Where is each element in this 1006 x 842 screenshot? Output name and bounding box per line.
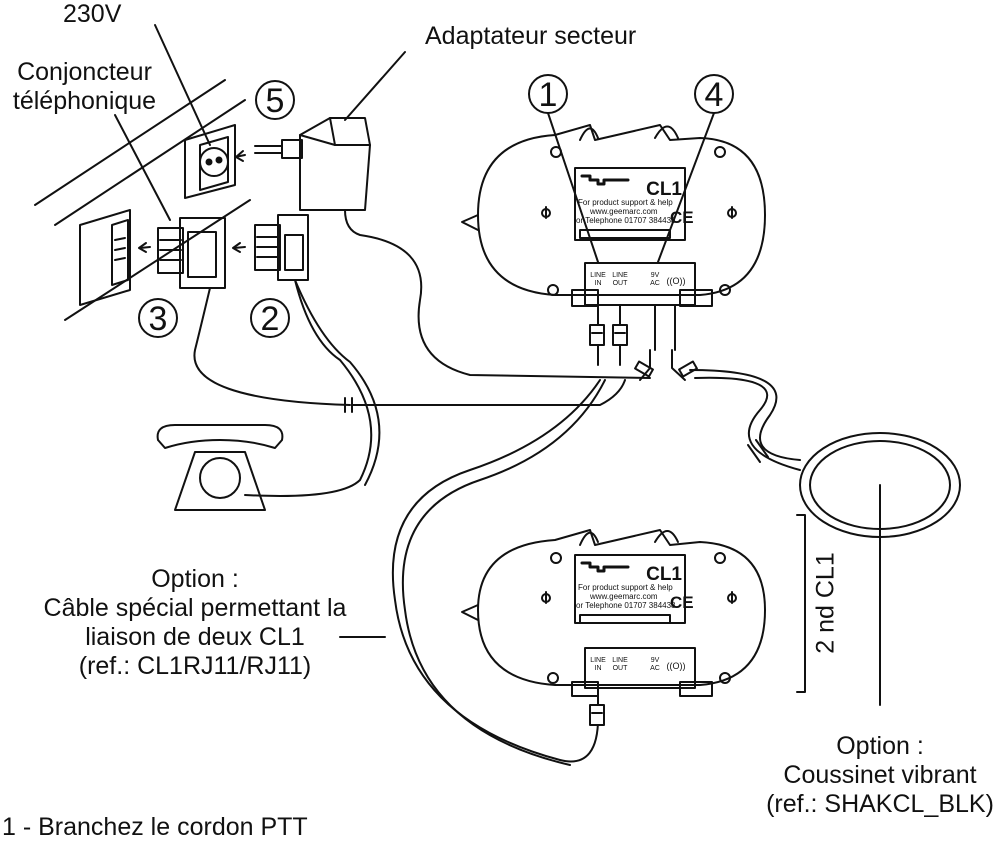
- cable-option-line2: liaison de deux CL1: [85, 623, 305, 651]
- callout-3: 3: [149, 300, 168, 338]
- port-line-in-2: IN: [595, 280, 602, 287]
- support-line-3-second: or Telephone 01707 384438: [576, 601, 676, 610]
- vibrating-pad: [689, 369, 961, 538]
- callout-1: 1: [539, 76, 558, 114]
- cable-option-title: Option :: [151, 565, 239, 593]
- port-vibe-second: ((O)): [667, 661, 686, 671]
- port-ac-2: AC: [650, 280, 660, 287]
- port-vibe: ((O)): [667, 276, 686, 286]
- cable-option-line1: Câble spécial permettant la: [43, 594, 347, 622]
- socket-label: Conjoncteur téléphonique: [2, 58, 167, 116]
- adaptor-2: [244, 214, 626, 497]
- adapter-label: Adaptateur secteur: [425, 22, 637, 50]
- socket-label-line2: téléphonique: [12, 86, 157, 115]
- port-line-out-1-second: LINE: [612, 657, 628, 664]
- callout-4: 4: [705, 76, 724, 114]
- ce-mark-second: CE: [670, 593, 694, 612]
- pad-option-line1: Coussinet vibrant: [783, 761, 977, 789]
- support-line-1: For product support & help: [578, 198, 673, 207]
- pad-option-ref: (ref.: SHAKCL_BLK): [766, 790, 994, 818]
- port-line-out-1: LINE: [612, 272, 628, 279]
- cl1-main-unit: [461, 124, 766, 381]
- model-label-second: CL1: [646, 564, 682, 585]
- pad-option-title: Option :: [836, 732, 924, 760]
- port-line-out-2: OUT: [613, 280, 629, 287]
- port-ac-1-second: 9V: [651, 657, 660, 664]
- callout-2: 2: [261, 300, 280, 338]
- telephone: [156, 424, 284, 511]
- support-line-2-second: www.geemarc.com: [589, 592, 658, 601]
- support-line-3: or Telephone 01707 384438: [576, 216, 676, 225]
- ce-mark: CE: [670, 208, 694, 227]
- port-line-in-2-second: IN: [595, 665, 602, 672]
- pad-option-label: Option : Coussinet vibrant (ref.: SHAKCL…: [755, 732, 1005, 819]
- socket-label-line1: Conjoncteur: [17, 58, 152, 86]
- port-ac-1: 9V: [651, 272, 660, 279]
- port-ac-2-second: AC: [650, 665, 660, 672]
- port-line-in-1-second: LINE: [590, 657, 606, 664]
- model-label-main: CL1: [646, 179, 682, 200]
- voltage-label: 230V: [63, 0, 122, 28]
- cl1-second-unit: [461, 529, 766, 726]
- phone-wall-jack: [79, 209, 151, 306]
- second-unit-label: 2 nd CL1: [811, 552, 840, 654]
- cable-option-label: Option : Câble spécial permettant la lia…: [20, 565, 370, 681]
- port-line-in-1: LINE: [590, 272, 606, 279]
- power-outlet: [184, 124, 246, 199]
- power-adapter: [254, 117, 651, 379]
- adaptor-3: [157, 217, 351, 406]
- wall: [34, 79, 251, 321]
- support-line-1-second: For product support & help: [578, 583, 673, 592]
- callout-5: 5: [266, 82, 285, 120]
- footer-partial-text: 1 - Branchez le cordon PTT: [2, 813, 308, 841]
- port-line-out-2-second: OUT: [613, 665, 629, 672]
- cable-option-ref: (ref.: CL1RJ11/RJ11): [78, 652, 312, 680]
- support-line-2: www.geemarc.com: [589, 207, 658, 216]
